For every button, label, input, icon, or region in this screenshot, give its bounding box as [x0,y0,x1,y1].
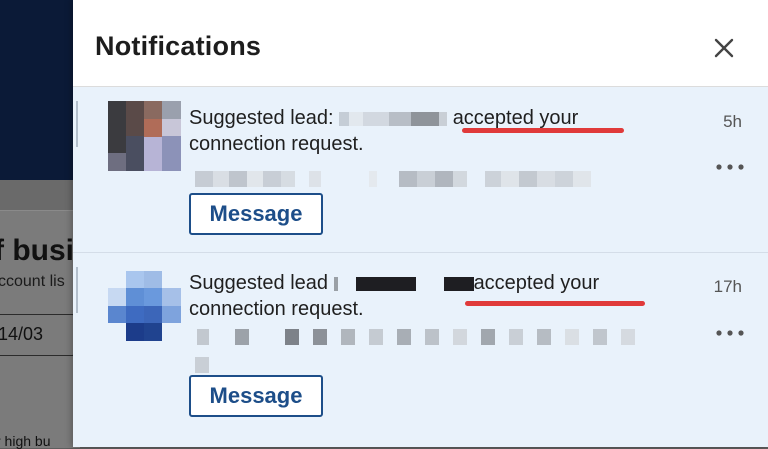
background-card [0,210,80,448]
notification-text: Suggested lead accepted your connection … [189,270,669,322]
notification-item[interactable]: Suggested lead accepted your connection … [73,253,768,447]
avatar[interactable] [108,101,181,171]
notification-time: 5h [723,112,742,131]
close-icon [714,38,734,58]
background-topbar [0,0,74,180]
more-horizontal-icon [716,330,744,336]
notification-text: Suggested lead: accepted your connection… [189,105,669,157]
redacted-name [349,111,364,126]
redacted-details [189,171,609,187]
unread-indicator [76,267,78,313]
notification-line2: connection request. [189,133,364,155]
background-date-field: 14/03 [0,324,44,344]
notification-item[interactable]: Suggested lead: accepted your connection… [73,87,768,252]
redacted-name [355,276,416,291]
redacted-name [363,111,390,126]
redacted-name [333,276,338,291]
background-subtitle: ccount lis [0,273,65,290]
redacted-details [189,329,669,373]
highlight-underline [465,301,645,306]
background-footer-text: r high bu [0,433,51,449]
redacted-name [389,111,412,126]
message-button[interactable]: Message [189,375,323,417]
notification-prefix: Suggested lead [189,272,334,294]
redacted-name [439,111,448,126]
notification-action: accepted your [452,107,579,129]
redacted-name [337,276,356,291]
highlight-underline [462,128,624,133]
notification-action: accepted your [473,272,600,294]
notification-time: 17h [713,277,742,296]
redacted-name [411,111,440,126]
unread-indicator [76,101,78,147]
notification-divider [73,252,768,253]
redacted-name [415,276,444,291]
more-horizontal-icon [716,164,744,170]
redacted-name [339,111,350,126]
notification-prefix: Suggested lead: [189,107,340,129]
notification-line2: connection request. [189,298,364,320]
more-options-button[interactable] [712,323,748,343]
panel-header: Notifications [73,0,768,87]
message-button[interactable]: Message [189,193,323,235]
close-button[interactable] [708,32,740,64]
redacted-name [443,276,474,291]
more-options-button[interactable] [712,157,748,177]
background-heading: f busi [0,234,74,267]
avatar[interactable] [108,271,181,341]
notifications-panel: Notifications Suggested lead: accepted y… [73,0,768,447]
panel-title: Notifications [95,31,262,61]
